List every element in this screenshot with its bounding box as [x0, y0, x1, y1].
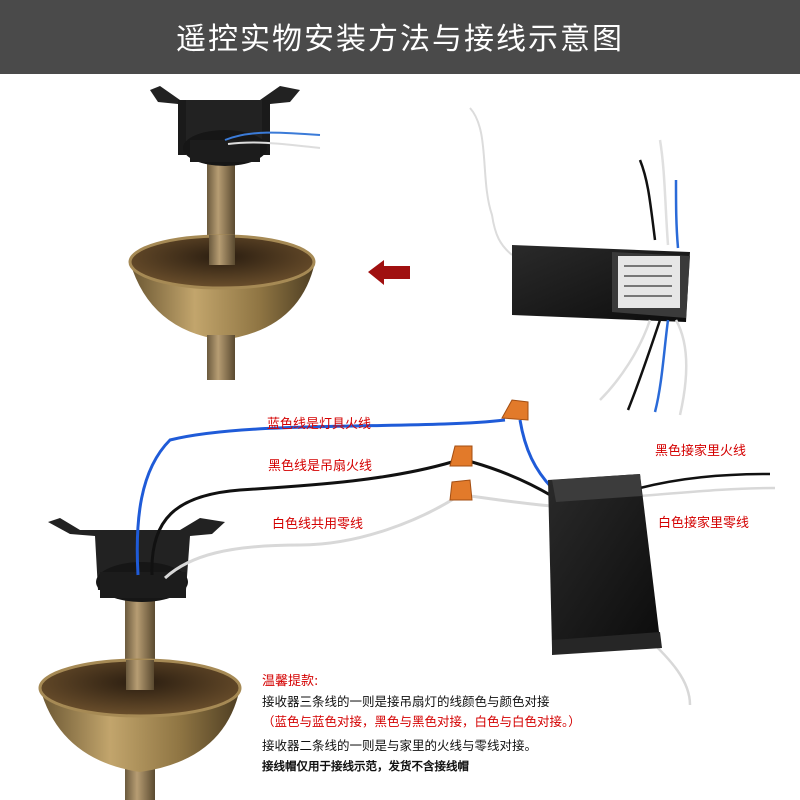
label-home-neutral: 白色接家里零线 — [658, 516, 750, 531]
blue-wire — [135, 418, 506, 576]
receiver-box-bottom — [548, 474, 660, 648]
label-home-live: 黑色接家里火线 — [655, 444, 747, 459]
top-fixture — [128, 86, 321, 380]
label-white-wire: 白色线共用零线 — [272, 517, 364, 532]
label-black-wire: 黑色线是吊扇火线 — [268, 459, 373, 474]
bracket-arm-right — [262, 100, 270, 155]
page-title: 遥控实物安装方法与接线示意图 — [176, 22, 624, 57]
tips-line-3: 接收器二条线的一则是与家里的火线与零线对接。 — [262, 738, 538, 753]
bottom-fixture — [38, 518, 242, 800]
title-bar: 遥控实物安装方法与接线示意图 — [0, 0, 800, 74]
receiver-label-sticker — [618, 256, 680, 308]
wiring — [135, 399, 776, 706]
receiver-bottom — [548, 474, 662, 655]
arrow-left-icon — [368, 260, 410, 285]
tips-line-2: （蓝色与蓝色对接，黑色与黑色对接，白色与白色对接。） — [262, 714, 581, 729]
tips-title: 温馨提款: — [262, 674, 319, 689]
wire-nut-blue — [501, 399, 529, 421]
tips-section: 温馨提款: 接收器三条线的一则是接吊扇灯的线颜色与颜色对接 （蓝色与蓝色对接，黑… — [262, 672, 792, 776]
bracket-arm-left — [178, 100, 186, 155]
receiver-top — [469, 107, 690, 416]
label-blue-wire: 蓝色线是灯具火线 — [267, 417, 372, 432]
black-wire — [150, 460, 453, 576]
tips-line-4: 接线帽仅用于接线示范，发货不含接线帽 — [262, 759, 469, 773]
wire-nut-black — [449, 445, 473, 467]
tips-line-1: 接收器三条线的一则是接吊扇灯的线颜色与颜色对接 — [262, 694, 550, 709]
wire-nut-white — [449, 479, 473, 501]
white-wire — [163, 496, 456, 580]
